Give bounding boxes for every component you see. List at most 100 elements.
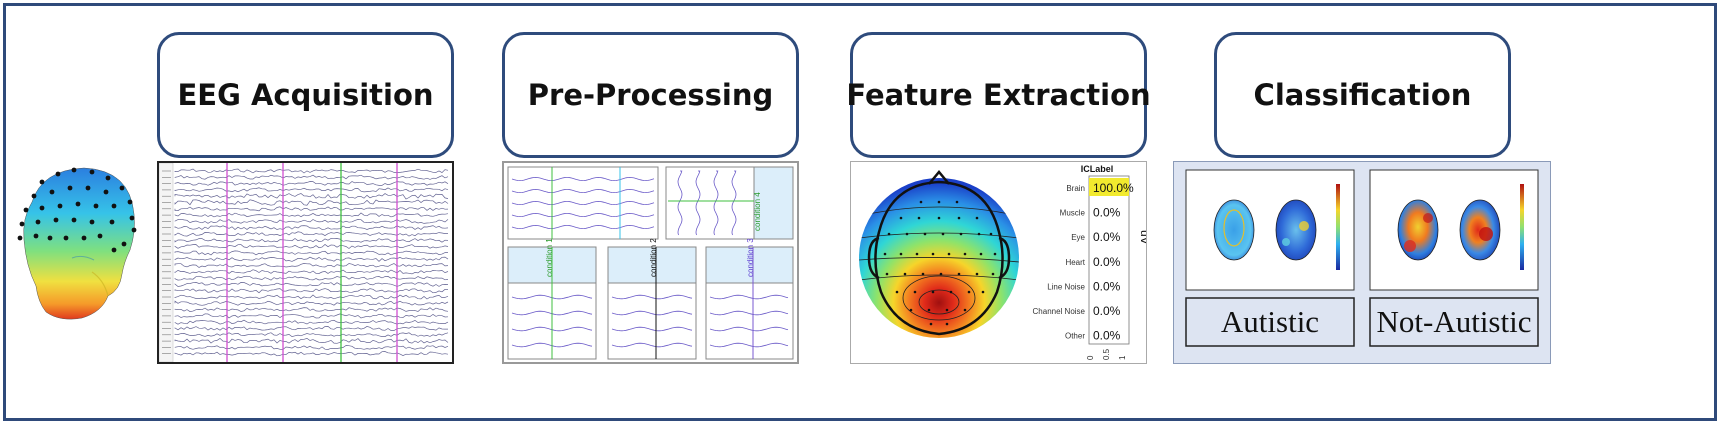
electrode-dot bbox=[989, 232, 993, 236]
axis-tick-label: 0.5 bbox=[1102, 348, 1111, 360]
eeg-channel-trace bbox=[174, 294, 449, 300]
iclabel-title: ICLabel bbox=[1081, 164, 1114, 174]
electrode-dot bbox=[931, 290, 935, 294]
erp-waveform bbox=[677, 170, 683, 236]
nose-outline bbox=[928, 170, 950, 185]
electrode-dot bbox=[903, 272, 907, 276]
erp-waveform bbox=[611, 310, 693, 316]
electrode-dots bbox=[17, 167, 137, 253]
stage-label: Pre-Processing bbox=[527, 78, 774, 112]
eeg-channel-trace bbox=[174, 345, 449, 350]
class-label-not-autistic: Not-Autistic bbox=[1377, 304, 1532, 339]
eeg-channel-trace bbox=[174, 351, 449, 357]
iclabel-class-name: Eye bbox=[1071, 233, 1085, 242]
electrode-dot bbox=[963, 308, 967, 312]
stage-eeg-acquisition: EEG Acquisition bbox=[157, 32, 454, 158]
electrode-dot bbox=[923, 232, 927, 236]
head-outline bbox=[874, 180, 1004, 336]
eeg-channel-trace bbox=[174, 181, 449, 186]
eeg-channel-trace bbox=[174, 244, 449, 249]
erp-waveform bbox=[511, 200, 655, 206]
iclabel-class-name: Other bbox=[1065, 332, 1085, 341]
not-autistic-topomaps bbox=[1397, 184, 1524, 270]
eeg-channel-trace bbox=[174, 212, 449, 218]
electrode-dot bbox=[899, 252, 903, 256]
iclabel-class-value: 0.0% bbox=[1093, 230, 1121, 244]
iclabel-class-name: Line Noise bbox=[1047, 282, 1085, 291]
eeg-channel-trace bbox=[174, 174, 449, 180]
stage-feature-extraction: Feature Extraction bbox=[846, 32, 1151, 158]
preprocessing-figure: condition 4 condition 1 condition 2 cond… bbox=[502, 161, 799, 364]
erp-waveform bbox=[713, 170, 719, 236]
eeg-channel-trace bbox=[174, 319, 449, 325]
eeg-channel-trace bbox=[174, 288, 449, 294]
eeg-channel-trace bbox=[174, 206, 449, 212]
electrode-dot bbox=[921, 272, 925, 276]
electrode-dot bbox=[929, 322, 933, 326]
left-ear bbox=[867, 236, 880, 280]
electrode-dot bbox=[979, 252, 983, 256]
erp-waveform bbox=[731, 170, 737, 236]
stage-label: Feature Extraction bbox=[846, 78, 1151, 112]
erp-waveform bbox=[511, 212, 655, 218]
condition-2-label: condition 2 bbox=[649, 238, 658, 277]
electrode-dot bbox=[945, 308, 949, 312]
erp-waveform bbox=[709, 294, 789, 300]
unit-label: uV bbox=[1138, 230, 1146, 245]
erp-waveform bbox=[611, 342, 693, 348]
eeg-channel-trace bbox=[174, 256, 449, 262]
eeg-channel-trace bbox=[174, 231, 449, 237]
iclabel-class-value: 0.0% bbox=[1093, 304, 1121, 318]
eeg-channel-trace bbox=[174, 225, 449, 230]
electrode-dot bbox=[931, 252, 935, 256]
eeg-channel-trace bbox=[174, 187, 449, 193]
electrode-dot bbox=[895, 290, 899, 294]
classification-figure: Autistic Not-Autistic bbox=[1173, 161, 1551, 364]
electrode-dot bbox=[913, 290, 917, 294]
eeg-channel-trace bbox=[174, 307, 449, 312]
electrode-dot bbox=[975, 272, 979, 276]
eeg-raw-signal-plot bbox=[157, 161, 454, 364]
eeg-channel-trace bbox=[174, 313, 449, 319]
electrode-dot bbox=[949, 290, 953, 294]
electrode-dot bbox=[927, 308, 931, 312]
axis-tick-label: 1 bbox=[1118, 355, 1127, 360]
electrode-dot bbox=[945, 322, 949, 326]
electrode-dot bbox=[963, 252, 967, 256]
electrode-dot bbox=[883, 252, 887, 256]
iclabel-class-value: 0.0% bbox=[1093, 279, 1121, 293]
iclabel-class-value: 0.0% bbox=[1093, 255, 1121, 269]
stage-label: Classification bbox=[1253, 78, 1472, 112]
scalp-topography-map bbox=[859, 170, 1019, 338]
class-label-autistic: Autistic bbox=[1221, 304, 1319, 339]
iclabel-class-value: 0.0% bbox=[1093, 206, 1121, 220]
electrode-dot bbox=[993, 252, 997, 256]
eeg-channel-trace bbox=[174, 199, 449, 206]
stage-pre-processing: Pre-Processing bbox=[502, 32, 799, 158]
eeg-channel-trace bbox=[174, 193, 449, 200]
erp-waveform bbox=[709, 310, 789, 316]
electrode-dot bbox=[909, 308, 913, 312]
electrode-dot bbox=[919, 200, 923, 204]
eeg-channel-trace bbox=[174, 332, 449, 337]
eeg-channel-trace bbox=[174, 218, 449, 224]
electrode-dot bbox=[947, 252, 951, 256]
iclabel-class-value: 100.0% bbox=[1093, 181, 1134, 195]
head-shape bbox=[23, 167, 135, 320]
axis-tick-label: 0 bbox=[1086, 355, 1095, 360]
condition-1-label: condition 1 bbox=[545, 238, 554, 277]
erp-waveform bbox=[695, 170, 701, 236]
electrode-dot bbox=[991, 272, 995, 276]
head-electrode-model bbox=[12, 162, 144, 324]
electrode-dot bbox=[957, 272, 961, 276]
electrode-dot bbox=[941, 232, 945, 236]
erp-waveform bbox=[709, 342, 789, 348]
iclabel-class-name: Heart bbox=[1065, 258, 1085, 267]
electrode-dot bbox=[915, 252, 919, 256]
electrode-dot bbox=[959, 232, 963, 236]
electrode-dot bbox=[917, 216, 921, 220]
eeg-channel-trace bbox=[174, 337, 449, 344]
iclabel-class-value: 0.0% bbox=[1093, 329, 1121, 343]
electrode-dot bbox=[885, 272, 889, 276]
